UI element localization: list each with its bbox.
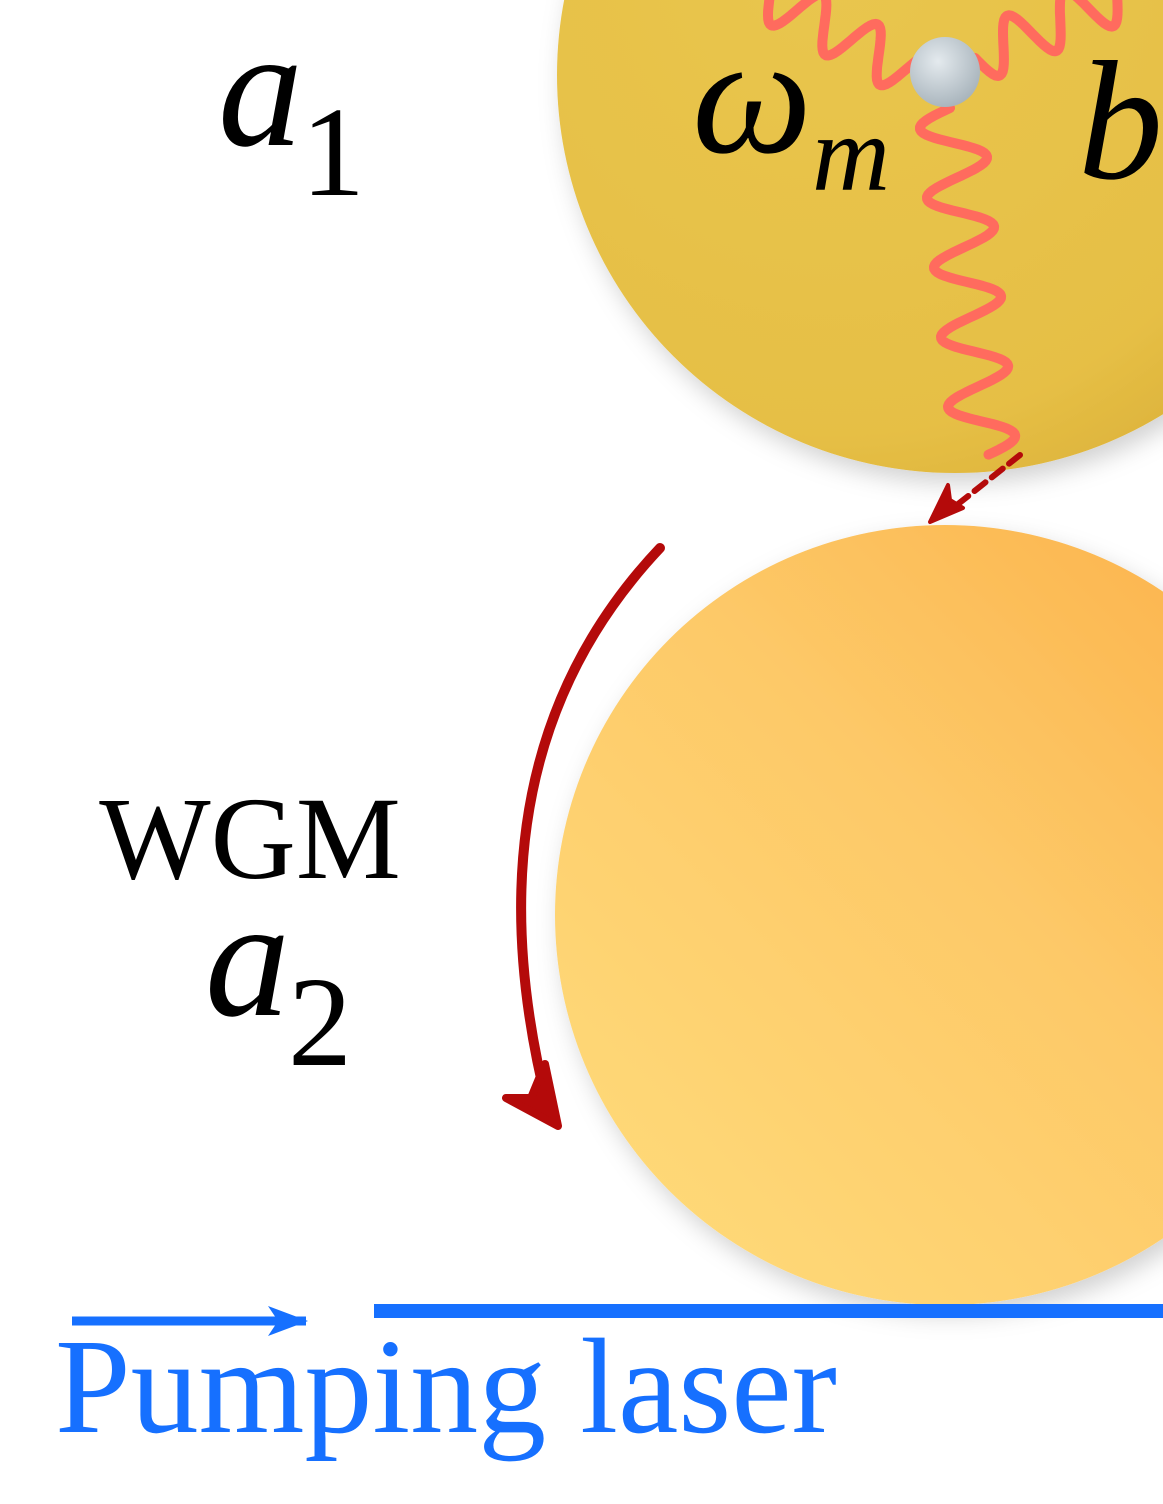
wgm-a2-word: WGM xyxy=(99,773,401,904)
phonon-wave-upper-right xyxy=(970,0,1123,81)
wgm-a1-symbol: a1 xyxy=(218,0,365,223)
phonon-wave-upper-left xyxy=(763,0,941,91)
mechanical-mode-label: b xyxy=(1078,27,1163,215)
coupling-arrow xyxy=(928,452,1023,524)
pumping-laser-label: Pumping laser xyxy=(55,1312,837,1462)
bottom-microresonator xyxy=(555,525,1163,1305)
scatterer-particle xyxy=(910,37,980,107)
wgm-a1-word: WGM xyxy=(127,0,429,18)
circulation-arrow xyxy=(502,543,665,1130)
wgm-a2-symbol: a2 xyxy=(205,864,352,1093)
top-microresonator xyxy=(557,0,1163,473)
phonon-wave-vertical xyxy=(915,103,1021,460)
mechanical-frequency-label: ωm xyxy=(692,1,890,214)
